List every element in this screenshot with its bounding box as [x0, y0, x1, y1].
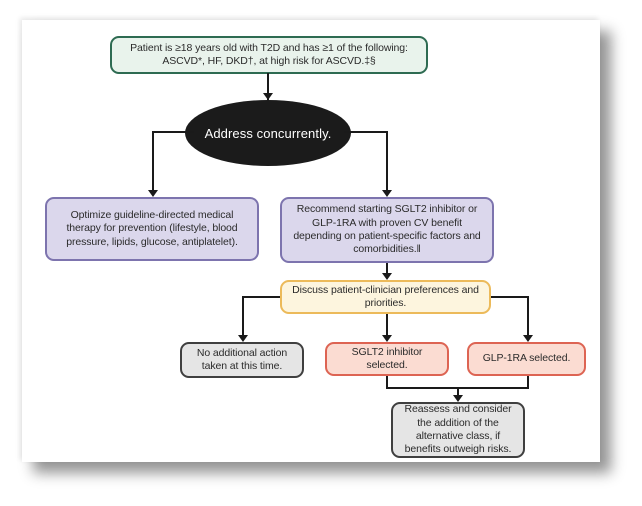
node-patient-criteria: Patient is ≥18 years old with T2D and ha… — [110, 36, 428, 74]
connector-discuss-to-sglt2 — [386, 314, 388, 336]
flowchart-page: Patient is ≥18 years old with T2D and ha… — [22, 20, 600, 462]
node-discuss-preferences: Discuss patient-clinician preferences an… — [280, 280, 491, 314]
connector-discuss-to-glp1ra-h — [491, 296, 529, 298]
arrowhead-discuss-to-sglt2 — [382, 335, 392, 342]
arrowhead-criteria-to-address — [263, 93, 273, 100]
connector-address-to-recommend-v — [386, 131, 388, 191]
node-glp1ra-selected: GLP-1RA selected. — [467, 342, 586, 376]
arrowhead-merge-to-reassess — [453, 395, 463, 402]
connector-discuss-to-noaction-v — [242, 296, 244, 336]
node-no-additional-action: No additional action taken at this time. — [180, 342, 304, 378]
node-sglt2-selected: SGLT2 inhibitor selected. — [325, 342, 449, 376]
node-address-concurrently: Address concurrently. — [185, 100, 351, 166]
connector-address-to-optimize-v — [152, 131, 154, 191]
connector-recommend-to-discuss — [386, 263, 388, 274]
connector-criteria-to-address — [267, 73, 269, 100]
connector-glp1ra-down — [527, 376, 529, 389]
arrowhead-discuss-to-noaction — [238, 335, 248, 342]
arrowhead-discuss-to-glp1ra — [523, 335, 533, 342]
connector-merge-to-reassess — [457, 387, 459, 396]
connector-sglt2-down — [386, 376, 388, 389]
connector-address-to-optimize-h — [152, 131, 194, 133]
connector-discuss-to-noaction-h — [242, 296, 280, 298]
node-recommend-sglt2-glp1ra: Recommend starting SGLT2 inhibitor or GL… — [280, 197, 494, 263]
connector-address-to-recommend-h — [344, 131, 388, 133]
arrowhead-recommend-to-discuss — [382, 273, 392, 280]
node-optimize-therapy: Optimize guideline-directed medical ther… — [45, 197, 259, 261]
node-reassess-alternative-class: Reassess and consider the addition of th… — [391, 402, 525, 458]
arrowhead-address-to-optimize — [148, 190, 158, 197]
arrowhead-address-to-recommend — [382, 190, 392, 197]
connector-discuss-to-glp1ra-v — [527, 296, 529, 336]
